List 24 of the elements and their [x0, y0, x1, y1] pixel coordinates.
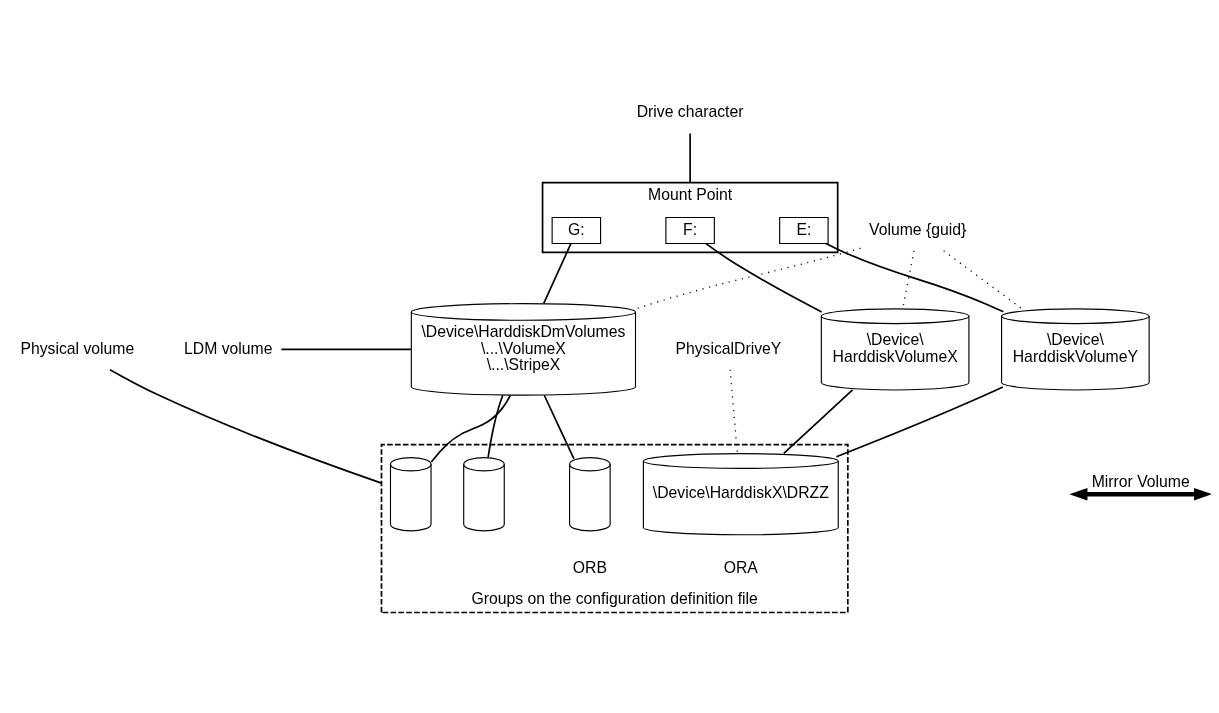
node-text: Drive character [636, 102, 744, 120]
node-box: F: [665, 216, 715, 244]
label: Mirror Volume [1091, 472, 1190, 490]
node-text: PhysicalDriveY [675, 339, 782, 357]
node-label: ORA [723, 558, 758, 576]
connector [487, 393, 504, 458]
node-text: LDM volume [184, 339, 273, 357]
connector [542, 242, 572, 304]
node-text: Physical volume [20, 339, 135, 357]
connector [280, 348, 412, 350]
connector [835, 385, 1004, 458]
connector [109, 368, 383, 484]
node-label: ORB [572, 558, 607, 576]
connector [825, 242, 1005, 313]
node-box: E: [779, 216, 829, 244]
node-text: Volume {guid} [869, 220, 967, 238]
node-box: G: [551, 216, 602, 244]
connector [782, 388, 854, 454]
connector [689, 132, 691, 183]
connector [705, 242, 823, 313]
connector [543, 393, 575, 460]
connector [430, 393, 512, 463]
connector [634, 247, 862, 309]
connector [729, 368, 739, 454]
